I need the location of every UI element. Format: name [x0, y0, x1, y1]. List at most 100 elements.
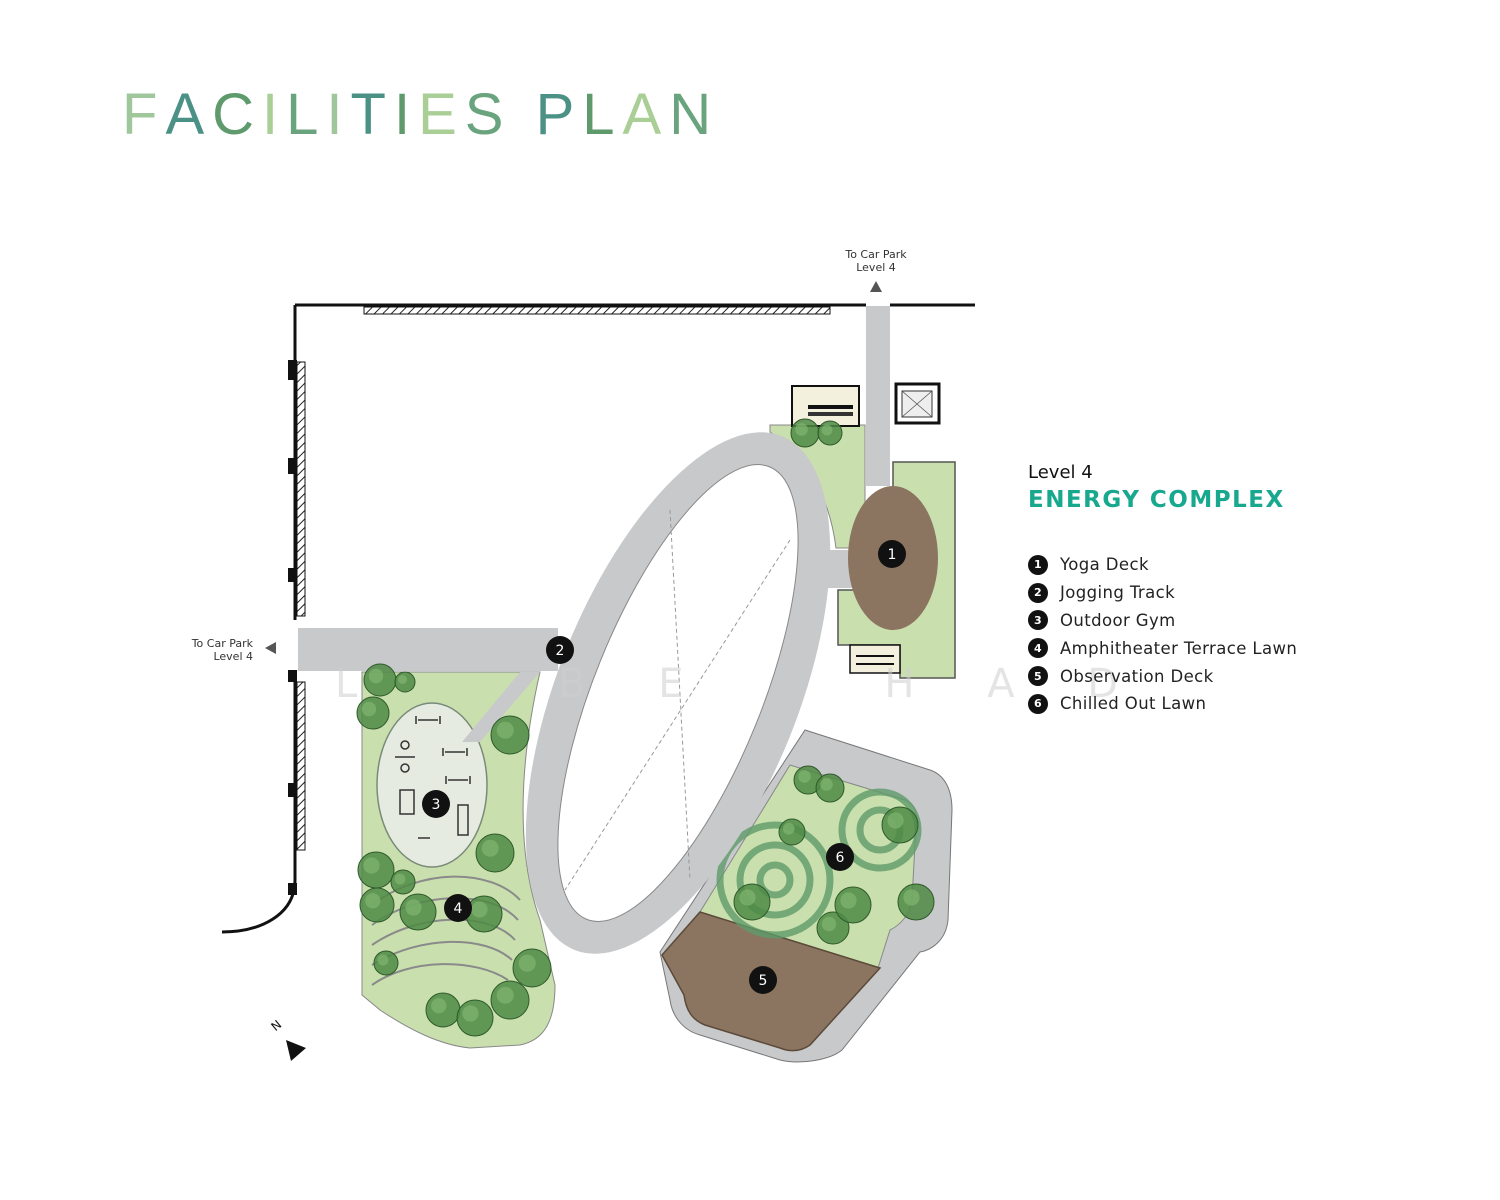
facility-marker-3: 3 [422, 790, 450, 818]
title-letter: I [326, 82, 351, 147]
marker-circle [444, 894, 472, 922]
tree-highlight [363, 857, 380, 874]
legend-label: Observation Deck [1060, 666, 1214, 686]
tree-highlight [462, 1005, 479, 1022]
tree-highlight [739, 889, 756, 906]
tree-highlight [377, 954, 389, 966]
plan-watermark: L B E H A D [335, 661, 1148, 707]
title-letter: I [262, 82, 287, 147]
marker-circle [749, 966, 777, 994]
facility-marker-1: 1 [878, 540, 906, 568]
jogging-track [298, 306, 890, 954]
facility-marker-5: 5 [749, 966, 777, 994]
tree-highlight [431, 998, 447, 1014]
marker-number: 5 [759, 973, 768, 989]
legend-label: Jogging Track [1060, 583, 1176, 603]
legend-item: 3 Outdoor Gym [1028, 607, 1448, 635]
facility-markers: 1 2 3 4 5 6 [422, 540, 906, 994]
facility-marker-6: 6 [826, 843, 854, 871]
tree-highlight [405, 899, 422, 916]
tree-highlight [398, 675, 407, 684]
marker-circle [878, 540, 906, 568]
legend-level: Level 4 [1028, 462, 1093, 483]
tree-highlight [365, 893, 381, 909]
title-letter: A [622, 82, 670, 147]
tree-highlight [840, 892, 857, 909]
facility-marker-4: 4 [444, 894, 472, 922]
north-label: N [268, 1017, 284, 1033]
marker-circle [826, 843, 854, 871]
legend-item: 4 Amphitheater Terrace Lawn [1028, 634, 1448, 662]
left-access-label-line1: To Car Park [191, 637, 254, 650]
facility-marker-2: 2 [546, 636, 574, 664]
legend-number-badge: 4 [1028, 638, 1048, 659]
tree-highlight [903, 889, 920, 906]
legend-label: Outdoor Gym [1060, 610, 1176, 630]
marker-number: 3 [432, 797, 441, 813]
tree-highlight [496, 986, 514, 1004]
legend-complex-title: ENERGY COMPLEX [1028, 487, 1285, 513]
legend-item: 6 Chilled Out Lawn [1028, 690, 1448, 718]
gym-equipment [395, 716, 471, 839]
title-letter: P [535, 82, 583, 147]
legend-number-badge: 3 [1028, 610, 1048, 631]
top-access-label-line1: To Car Park [844, 248, 907, 261]
track-left-connector [298, 628, 558, 671]
structural-columns [288, 360, 297, 895]
title-letter: S [464, 82, 512, 147]
track-top-connector [866, 306, 890, 486]
left-access-label-line2: Level 4 [213, 650, 253, 663]
tree-highlight [481, 839, 499, 857]
title-letter: N [669, 82, 720, 147]
tree-highlight [471, 901, 488, 918]
title-letter: T [350, 82, 394, 147]
title-letter: F [122, 82, 166, 147]
title-letter: A [165, 82, 213, 147]
hatched-wall-top [363, 306, 831, 315]
outdoor-gym-pad [376, 702, 488, 868]
legend-number-badge: 6 [1028, 693, 1048, 714]
top-access-label-line2: Level 4 [856, 261, 896, 274]
tree-highlight [496, 721, 514, 739]
marker-circle [546, 636, 574, 664]
marker-circle [422, 790, 450, 818]
tree-highlight [518, 954, 536, 972]
gym-path [462, 672, 540, 742]
hatched-wall-left-lower [296, 681, 306, 851]
tree-highlight [361, 701, 377, 717]
legend-label: Amphitheater Terrace Lawn [1060, 638, 1298, 658]
trees [356, 418, 935, 1037]
hatched-wall-left-upper [296, 361, 306, 617]
marker-number: 1 [888, 547, 897, 563]
legend-label: Chilled Out Lawn [1060, 694, 1207, 714]
tree-highlight [798, 770, 811, 783]
title-letter: L [582, 82, 623, 147]
legend-item: 5 Observation Deck [1028, 662, 1448, 690]
title-letter: I [393, 82, 419, 147]
legend-number-badge: 5 [1028, 666, 1048, 687]
legend-number-badge: 2 [1028, 582, 1048, 603]
stair-block-bottom [849, 644, 901, 674]
tree-highlight [821, 916, 837, 932]
marker-number: 4 [454, 901, 463, 917]
chilled-out-lawn-rings [716, 788, 922, 939]
legend-item: 2 Jogging Track [1028, 579, 1448, 607]
north-arrow-icon: N [268, 1017, 306, 1061]
tree-highlight [795, 423, 808, 436]
left-access-arrow-icon [265, 642, 276, 654]
tree-highlight [820, 778, 833, 791]
title-letter: C [212, 82, 263, 147]
marker-number: 2 [556, 643, 565, 659]
legend-number-badge: 1 [1028, 554, 1048, 575]
tree-highlight [782, 822, 795, 835]
tree-highlight [821, 424, 833, 436]
top-access-arrow-icon [870, 281, 882, 292]
tree-highlight [368, 668, 384, 684]
tree-highlight [887, 812, 904, 829]
tree-highlight [394, 873, 406, 885]
page-title: FACILITIES PLAN [122, 86, 719, 144]
